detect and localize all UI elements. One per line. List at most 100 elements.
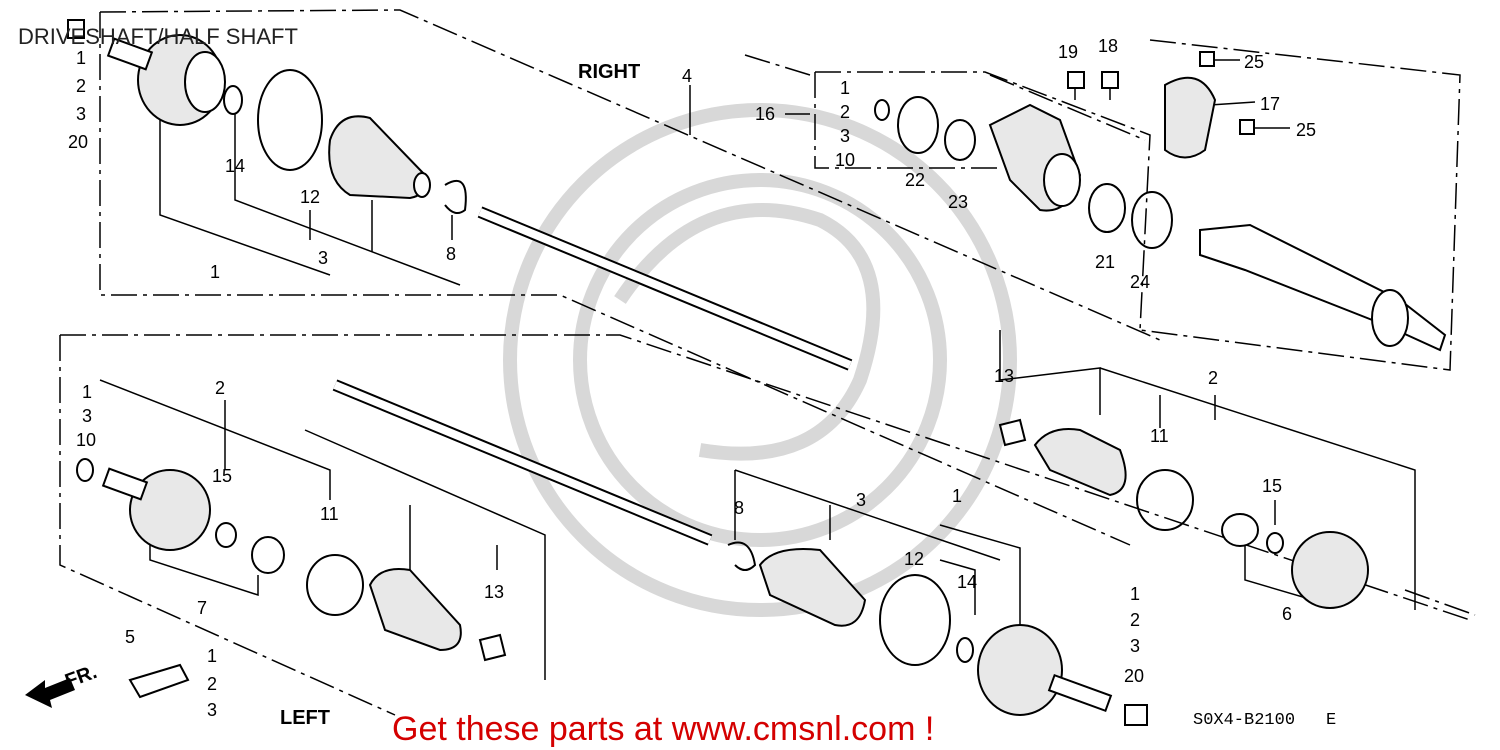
clip-23: [944, 119, 976, 161]
clip-13-right: [998, 418, 1027, 447]
clip-13-left: [478, 633, 507, 662]
callout: 20: [1124, 666, 1144, 686]
right-intermediate-shaft: [477, 206, 853, 371]
callout: 3: [840, 126, 850, 146]
clip-15-right: [1266, 532, 1284, 554]
outboard-joint-right: [106, 34, 226, 126]
callout: 11: [320, 504, 339, 524]
boot-right-lower: [1033, 428, 1127, 497]
inboard-joint-6: [1291, 531, 1369, 609]
callout: 3: [82, 406, 92, 426]
watermark-logo: [503, 103, 1017, 617]
clip-16: [874, 99, 890, 121]
callout: 22: [905, 170, 925, 190]
callout: 2: [840, 102, 850, 122]
callout: 2: [76, 76, 86, 96]
clip-8-right: [444, 179, 467, 215]
clip-14-right: [223, 85, 243, 115]
diagram-code-suffix: E: [1326, 711, 1336, 730]
boot-left: [368, 568, 462, 652]
bracket-17: [1164, 76, 1217, 159]
callout: 1: [952, 486, 962, 506]
callout: 13: [484, 582, 504, 602]
boot-middle: [758, 548, 867, 627]
diagram-title: DRIVESHAFT/HALF SHAFT: [18, 24, 298, 49]
callout: 2: [207, 674, 217, 694]
promo-text: Get these parts at www.cmsnl.com !: [392, 710, 934, 748]
callout: 10: [76, 430, 96, 450]
callout: 8: [734, 498, 744, 518]
callout: 12: [904, 549, 924, 569]
callout: 21: [1095, 252, 1115, 272]
boot-3-right: [328, 115, 431, 200]
clip-15-left: [215, 522, 237, 548]
callout: 3: [207, 700, 217, 720]
band-11-left: [306, 554, 364, 616]
callout: 23: [948, 192, 968, 212]
callout: 14: [957, 572, 977, 592]
callout: 1: [82, 382, 92, 402]
frame-lines: [59, 9, 1476, 716]
callout: 20: [68, 132, 88, 152]
band-12-right: [257, 69, 323, 171]
callout: 11: [1150, 426, 1169, 446]
callout: 1: [76, 48, 86, 68]
callout: 17: [1260, 94, 1280, 114]
callout: 25: [1296, 120, 1316, 140]
tripod-left: [251, 536, 285, 574]
callout: 14: [225, 156, 245, 176]
nut-20-right: [67, 19, 85, 39]
front-arrow-icon: FR.: [25, 661, 100, 708]
clip-14-middle: [956, 637, 974, 663]
band-11-right: [1136, 469, 1194, 531]
inboard-joint-7: [101, 467, 211, 551]
bolts-19-18-25: [1067, 51, 1255, 135]
callout: 4: [682, 66, 692, 86]
left-shaft: [332, 379, 713, 546]
fr-label: FR.: [62, 661, 100, 693]
callout: 1: [210, 262, 220, 282]
outboard-joint-left: [977, 624, 1113, 716]
callout: 10: [835, 150, 855, 170]
callout: 18: [1098, 36, 1118, 56]
callout: 3: [1130, 636, 1140, 656]
callout: 2: [1208, 368, 1218, 388]
callout: 1: [1130, 584, 1140, 604]
callout: 16: [755, 104, 775, 124]
callout: 15: [212, 466, 232, 486]
callout: 2: [215, 378, 225, 398]
callout: 1: [207, 646, 217, 666]
clip-8-middle: [727, 541, 757, 571]
right-half-shaft: [1199, 223, 1447, 352]
callout: 1: [840, 78, 850, 98]
bearing-21: [1088, 183, 1126, 233]
callout: 3: [318, 248, 328, 268]
right-side-label: RIGHT: [578, 61, 640, 83]
callout-labels: 1 2 3 20 14 12 1 3 8 4 16 1 2 3 10 22 23…: [68, 36, 1316, 720]
callout: 15: [1262, 476, 1282, 496]
callout: 25: [1244, 52, 1264, 72]
tripod-15-right: [1221, 513, 1259, 547]
dynamic-damper: [128, 663, 190, 699]
seal-22: [897, 96, 939, 154]
callout: 7: [197, 598, 207, 618]
clip-10-left: [76, 458, 94, 482]
callout: 24: [1130, 272, 1150, 292]
callout: 3: [856, 490, 866, 510]
band-12-middle: [879, 574, 951, 666]
callout: 5: [125, 627, 135, 647]
callout: 2: [1130, 610, 1140, 630]
callout: 19: [1058, 42, 1078, 62]
snap-ring-24: [1131, 191, 1173, 249]
callout: 6: [1282, 604, 1292, 624]
bearing-support: [988, 103, 1082, 212]
leader-lines: [99, 59, 1416, 680]
left-side-label: LEFT: [280, 707, 330, 729]
callout: 8: [446, 244, 456, 264]
diagram-code: S0X4-B2100: [1193, 711, 1295, 730]
callout: 3: [76, 104, 86, 124]
nut-20-left: [1124, 704, 1148, 726]
callout: 13: [994, 366, 1014, 386]
callout: 12: [300, 187, 320, 207]
